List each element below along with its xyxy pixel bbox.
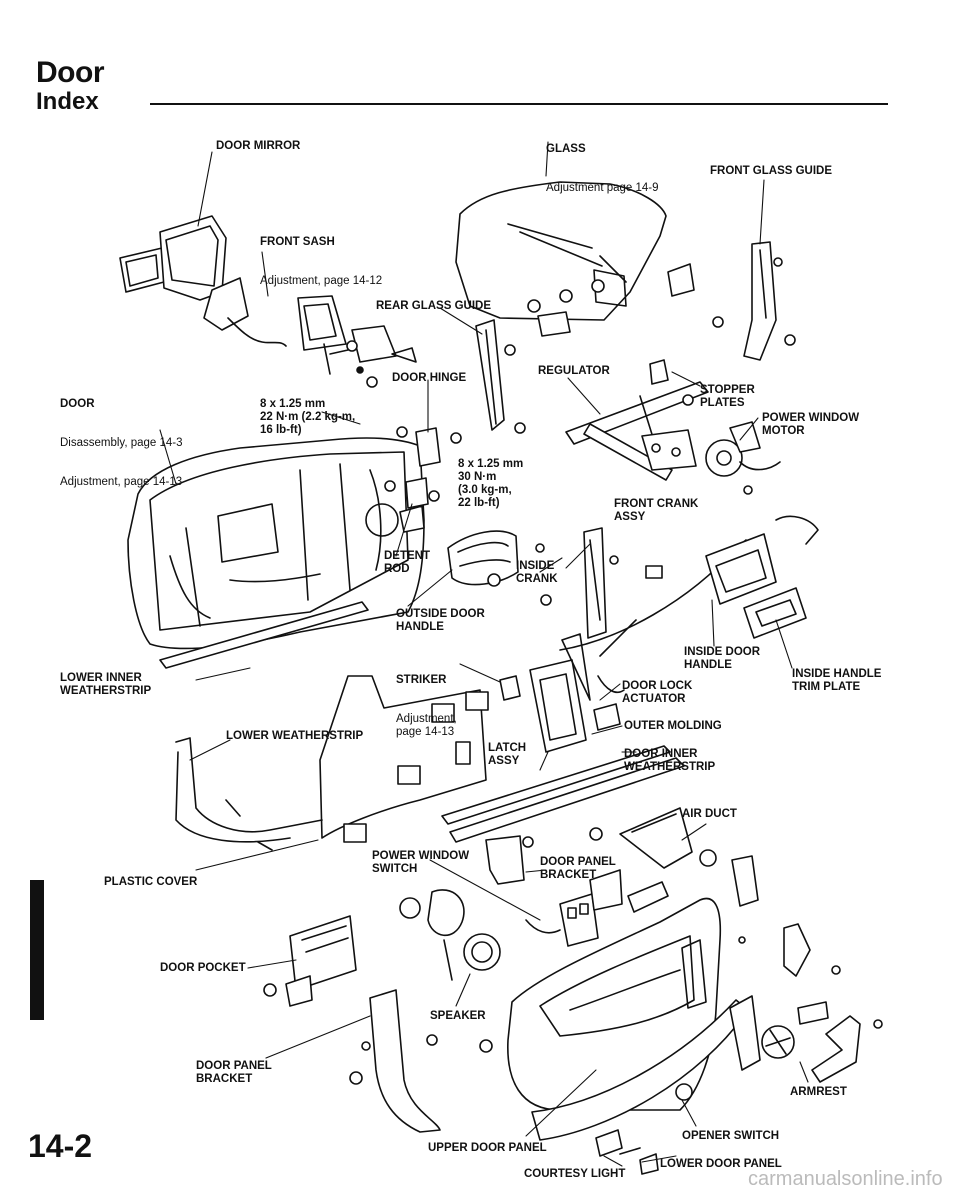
front-glass-guide-part: [743, 241, 796, 361]
plastic-cover-part: [175, 675, 489, 851]
courtesy-light-part: [595, 1083, 693, 1175]
label-power-window-switch: POWER WINDOW SWITCH: [372, 850, 470, 875]
label-front-sash-sub: Adjustment, page 14-12: [260, 275, 383, 287]
label-front-sash-name: FRONT SASH: [260, 236, 335, 248]
section-title: Index: [36, 88, 99, 115]
label-bolt-spec-1: 8 x 1.25 mm 22 N·m (2.2 kg-m, 16 lb-ft): [260, 398, 356, 436]
door-hinge-part: [384, 426, 462, 533]
door-shell-part: [127, 437, 425, 669]
label-striker-name: STRIKER: [396, 674, 447, 686]
label-door-sub-2: Adjustment, page 14-13: [60, 476, 183, 488]
outside-door-handle-part: [447, 530, 552, 606]
label-inside-handle-trim-plate: INSIDE HANDLE TRIM PLATE: [792, 668, 882, 693]
label-door-name: DOOR: [60, 398, 95, 410]
label-glass-name: GLASS: [546, 143, 586, 155]
label-bolt-spec-2: 8 x 1.25 mm 30 N·m (3.0 kg-m, 22 lb-ft): [458, 458, 524, 509]
label-air-duct: AIR DUCT: [682, 808, 737, 820]
label-plastic-cover: PLASTIC COVER: [104, 876, 198, 888]
label-door-mirror: DOOR MIRROR: [216, 140, 301, 152]
label-armrest: ARMREST: [790, 1086, 847, 1098]
label-outside-door-handle: OUTSIDE DOOR HANDLE: [396, 608, 485, 633]
label-door: DOOR Disassembly, page 14-3 Adjustment, …: [60, 372, 183, 502]
door-panel-bracket-part: [485, 835, 534, 885]
watermark-text: carmanualsonline.info: [748, 1168, 943, 1190]
label-door-lock-actuator: DOOR LOCK ACTUATOR: [622, 680, 693, 705]
label-speaker: SPEAKER: [430, 1010, 486, 1022]
label-door-panel-bracket-1: DOOR PANEL BRACKET: [540, 856, 616, 881]
leader-lines: [159, 141, 809, 1167]
label-upper-door-panel: UPPER DOOR PANEL: [428, 1142, 547, 1154]
label-detent-rod: DETENT ROD: [384, 550, 430, 575]
label-door-pocket: DOOR POCKET: [160, 962, 246, 974]
label-door-hinge: DOOR HINGE: [392, 372, 467, 384]
door-panel-bracket-2-part: [349, 989, 441, 1133]
label-glass: GLASS Adjustment page 14-9: [546, 117, 659, 208]
label-stopper-plates: STOPPER PLATES: [700, 384, 755, 409]
label-rear-glass-guide: REAR GLASS GUIDE: [376, 300, 492, 312]
outer-molding-part: [441, 745, 685, 843]
section-tab-marker: [30, 880, 44, 1020]
label-courtesy-light: COURTESY LIGHT: [524, 1168, 626, 1180]
title-rule: [150, 103, 888, 105]
door-panel-part: [507, 897, 761, 1141]
door-pocket-part: [263, 915, 357, 1007]
label-power-window-motor: POWER WINDOW MOTOR: [762, 412, 860, 437]
label-front-crank-assy: FRONT CRANK ASSY: [614, 498, 699, 523]
front-sash-part: [297, 295, 417, 388]
label-latch-assy: LATCH ASSY: [488, 742, 527, 767]
power-window-motor-part: [705, 421, 781, 495]
glass-part: [455, 181, 667, 321]
label-striker: STRIKER Adjustment, page 14-13: [396, 648, 457, 752]
latch-assy-part: [499, 633, 625, 753]
door-mirror-part: [119, 215, 287, 347]
label-outer-molding: OUTER MOLDING: [624, 720, 722, 732]
inside-door-handle-part: [705, 515, 819, 639]
page-title: Door: [36, 56, 105, 89]
glass-brackets-part: [504, 263, 724, 356]
label-lower-door-panel: LOWER DOOR PANEL: [660, 1158, 782, 1170]
regulator-part: [565, 359, 709, 481]
label-glass-sub: Adjustment page 14-9: [546, 182, 659, 194]
label-front-sash: FRONT SASH Adjustment, page 14-12: [260, 210, 382, 301]
front-crank-part: [559, 527, 747, 657]
label-opener-switch: OPENER SWITCH: [682, 1130, 780, 1142]
air-duct-part: [589, 807, 759, 907]
armrest-part: [738, 923, 883, 1083]
label-inside-crank: INSIDE CRANK: [516, 560, 558, 585]
power-window-switch-part: [525, 869, 669, 947]
speaker-part: [399, 889, 501, 1053]
page-number: 14-2: [28, 1128, 93, 1164]
rear-glass-guide-part: [475, 319, 526, 434]
label-lower-weatherstrip: LOWER WEATHERSTRIP: [226, 730, 364, 742]
label-striker-sub: Adjustment, page 14-13: [396, 713, 457, 738]
label-door-sub-1: Disassembly, page 14-3: [60, 437, 183, 449]
label-regulator: REGULATOR: [538, 365, 610, 377]
label-lower-inner-weatherstrip: LOWER INNER WEATHERSTRIP: [60, 672, 152, 697]
label-front-glass-guide: FRONT GLASS GUIDE: [710, 165, 833, 177]
label-inside-door-handle: INSIDE DOOR HANDLE: [684, 646, 761, 671]
label-door-panel-bracket-2: DOOR PANEL BRACKET: [196, 1060, 272, 1085]
label-door-inner-weatherstrip: DOOR INNER WEATHERSTRIP: [624, 748, 716, 773]
